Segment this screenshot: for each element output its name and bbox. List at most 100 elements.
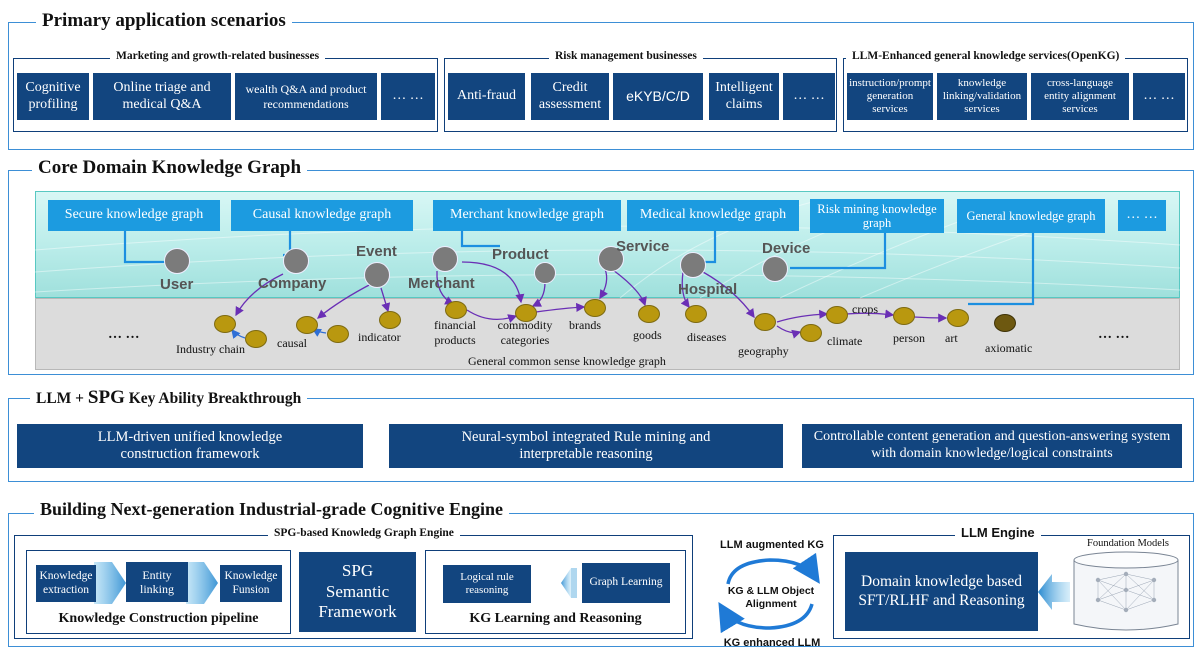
product-node [534,262,556,284]
foundation-models-cylinder [1073,551,1179,631]
llm-engine-title: LLM Engine [955,525,1041,540]
brands-label: brands [569,318,601,332]
marketing-more-box: … … [381,73,435,120]
secure-kg-box: Secure knowledge graph [48,200,220,231]
causal-node [296,316,318,334]
logical-rule-reasoning-box: Logical rule reasoning [443,565,531,603]
general-kg-box: General knowledge graph [957,199,1105,233]
rule-mining-box: Neural-symbol integrated Rule mining and… [389,424,783,468]
merchant-label: Merchant [408,275,475,292]
spg-semantic-framework-box: SPG Semantic Framework [299,552,416,632]
pipeline-panel [26,550,291,634]
axiomatic-node [994,314,1016,332]
goods-label: goods [633,328,662,342]
openkg-more-box: … … [1133,73,1185,120]
alignment-cycle-arrows [718,552,820,634]
intelligent-claims-box: Intelligent claims [709,73,779,120]
more-kg-box: … … [1118,200,1166,231]
llmspg-title: LLM + SPG Key Ability Breakthrough [30,387,308,409]
core-frame [8,170,1194,375]
commodity-categories-label: commodity categories [497,318,553,347]
financial-products-label: financial products [434,318,476,347]
kg-enhanced-llm-label: KG enhanced LLM [723,637,821,649]
indicator-node [379,311,401,329]
risk-more-box: … … [783,73,835,120]
foundation-models-label: Foundation Models [1087,538,1169,549]
spg-engine-title: SPG-based Knowledg Graph Engine [268,527,460,539]
medical-kg-box: Medical knowledge graph [627,200,799,231]
risk-mining-kg-box: Risk mining knowledge graph [810,199,944,233]
event-label: Event [356,243,397,260]
anti-fraud-box: Anti-fraud [448,73,525,120]
core-title: Core Domain Knowledge Graph [32,157,308,179]
foundation-arrow [1038,574,1070,610]
risk-title: Risk management businesses [549,50,703,62]
merchant-node [432,246,458,272]
person-label: person [893,331,925,345]
product-label: Product [492,246,549,263]
brands-node [584,299,606,317]
goods-node [638,305,660,323]
instruction-generation-box: instruction/prompt generation services [847,73,933,120]
crops-node [826,306,848,324]
art-label: art [945,331,958,345]
service-node [598,246,624,272]
industry-chain-node-2 [245,330,267,348]
llmspg-title-suffix: Key Ability Breakthrough [124,390,302,407]
company-node [283,248,309,274]
hospital-node [680,252,706,278]
object-alignment-label: KG & LLM Object Alignment [727,585,815,610]
climate-label: climate [827,334,863,348]
entity-linking-box: Entity linking [126,562,188,602]
causal-node-2 [327,325,349,343]
art-node [947,309,969,327]
diseases-label: diseases [687,330,727,344]
hospital-label: Hospital [678,281,738,298]
common-sense-band [35,298,1180,370]
scenarios-frame [8,22,1194,150]
indicator-label: indicator [358,330,401,344]
ekyb-box: eKYB/C/D [613,73,703,120]
llmspg-frame [8,398,1194,482]
user-node [164,248,190,274]
climate-node [800,324,822,342]
llmspg-title-prefix: LLM + [36,390,88,407]
company-label: Company [258,275,327,292]
device-node [762,256,788,282]
wealth-qa-box: wealth Q&A and product recommendations [235,73,377,120]
axiomatic-label: axiomatic [985,341,1033,355]
merchant-kg-box: Merchant knowledge graph [433,200,621,231]
scenarios-title: Primary application scenarios [36,10,292,32]
knowledge-fusion-box: Knowledge Funsion [220,565,282,602]
device-label: Device [762,240,811,257]
geography-node [754,313,776,331]
graph-learning-box: Graph Learning [582,563,670,603]
marketing-title: Marketing and growth-related businesses [110,50,326,62]
pipeline-flow-arrows [94,562,218,604]
knowledge-linking-box: knowledge linking/validation services [937,73,1027,120]
llmspg-title-spg: SPG [87,387,125,408]
unified-construction-box: LLM-driven unified knowledge constructio… [17,424,363,468]
kg-learning-caption: KG Learning and Reasoning [469,611,642,626]
common-ellipsis-left: … … [108,327,140,342]
kg-learning-panel [425,550,686,634]
causal-label: causal [277,336,307,350]
pipeline-caption: Knowledge Construction pipeline [58,611,259,626]
domain-sft-box: Domain knowledge based SFT/RLHF and Reas… [845,552,1038,631]
commodity-categories-node [515,304,537,322]
credit-assessment-box: Credit assessment [531,73,609,120]
industry-chain-node [214,315,236,333]
engine-title: Building Next-generation Industrial-grad… [34,499,510,520]
online-triage-box: Online triage and medical Q&A [93,73,231,120]
knowledge-extraction-box: Knowledge extraction [36,565,96,602]
llm-augmented-kg-label: LLM augmented KG [720,539,824,551]
causal-kg-box: Causal knowledge graph [231,200,413,231]
user-label: User [160,276,194,293]
industry-chain-label: Industry chain [176,342,245,356]
crops-label: crops [852,302,878,316]
person-node [893,307,915,325]
common-ellipsis-right: … … [1098,327,1130,342]
entity-alignment-box: cross-language entity alignment services [1031,73,1129,120]
financial-products-node [445,301,467,319]
